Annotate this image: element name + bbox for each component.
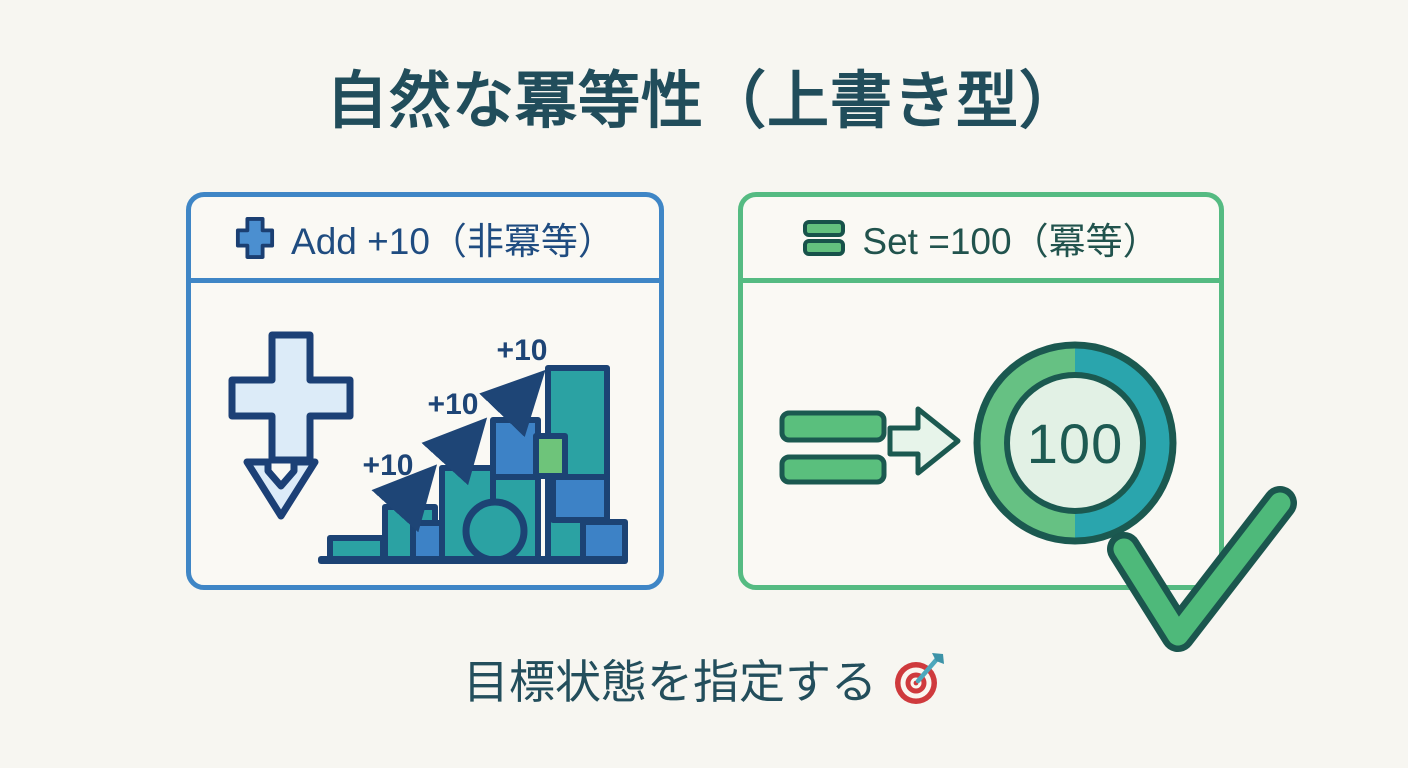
add-panel-header: Add +10（非冪等） xyxy=(191,197,659,283)
caption-text: 目標状態を指定する xyxy=(463,656,877,708)
set-panel-content: 100 xyxy=(743,288,1219,590)
transform-arrow-icon xyxy=(887,406,961,476)
gauge-value: 100 xyxy=(1027,412,1123,475)
plus-down-arrow-icon xyxy=(228,331,354,520)
equals-icon xyxy=(803,219,846,256)
add-panel: Add +10（非冪等） xyxy=(186,192,664,590)
add-panel-label: Add +10（非冪等） xyxy=(291,220,615,262)
set-panel-header: Set =100（冪等） xyxy=(743,197,1219,283)
increment-arrows xyxy=(371,369,546,533)
plus-icon xyxy=(235,216,275,259)
set-panel: Set =100（冪等） 100 xyxy=(738,192,1224,590)
increment-label-3: +10 xyxy=(497,334,548,367)
caption: 目標状態を指定する xyxy=(0,646,1408,712)
increment-label-1: +10 xyxy=(363,449,414,482)
set-panel-label: Set =100（冪等） xyxy=(862,220,1160,262)
page-title: 自然な冪等性（上書き型） xyxy=(325,67,1082,136)
equals-sign xyxy=(779,410,887,485)
checkmark-icon xyxy=(1107,486,1297,652)
gauge-100: 100 xyxy=(973,341,1177,545)
target-dart-icon xyxy=(895,653,944,704)
increment-label-2: +10 xyxy=(428,388,479,421)
add-panel-content: +10 +10 +10 xyxy=(191,288,659,590)
